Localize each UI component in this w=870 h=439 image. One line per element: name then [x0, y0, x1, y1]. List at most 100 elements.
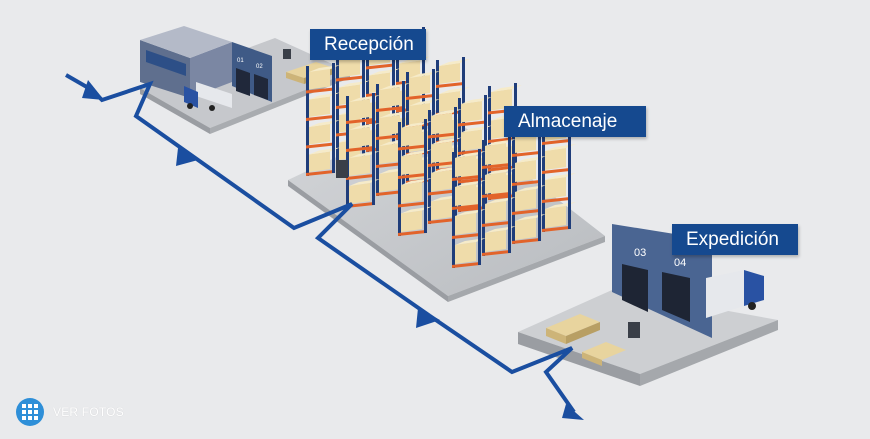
rack-box [379, 87, 400, 108]
rack-beam [398, 230, 426, 236]
rack-box [461, 129, 482, 151]
rack-box [379, 143, 400, 164]
rack-upright [512, 128, 515, 244]
flow-arrow-4 [562, 404, 584, 420]
rack-box [401, 210, 422, 232]
rack-beam [376, 134, 404, 140]
rack-beam [346, 174, 374, 180]
rack-upright [398, 122, 401, 236]
rack-box [515, 189, 536, 211]
ver-fotos-label: VER FOTOS [53, 405, 124, 419]
rack-beam [346, 118, 374, 124]
rack-upright [488, 86, 491, 200]
rack-box [515, 160, 536, 182]
rack-beam [436, 82, 464, 88]
dock-number-04: 04 [674, 257, 686, 269]
rack-beam [542, 139, 570, 145]
rack-beam [306, 115, 334, 121]
rack-box [309, 96, 330, 117]
flow-arrow-3 [416, 308, 440, 328]
rack-box [455, 213, 476, 235]
flow-arrow-2 [176, 148, 198, 166]
rack-box [431, 198, 452, 220]
rack-box [409, 103, 430, 124]
label-almacenaje: Almacenaje [504, 106, 646, 137]
reception-forklift [283, 49, 291, 59]
rack-box [309, 69, 330, 90]
rack-upright [458, 98, 461, 212]
flow-arrow-1 [82, 80, 104, 100]
rack-beam [512, 209, 540, 215]
dock-number-01: 01 [237, 58, 244, 64]
rack-box [545, 177, 566, 199]
rack-upright [508, 137, 511, 253]
rack-beam [452, 204, 480, 210]
reception-truck [196, 82, 232, 108]
label-recepcion: Recepción [310, 29, 426, 60]
rack-beam [306, 142, 334, 149]
rack-box [349, 127, 370, 148]
dock-number-02: 02 [256, 64, 263, 70]
rack-upright [346, 96, 349, 208]
rack-beam [428, 189, 456, 196]
rack-beam [482, 163, 510, 169]
rack-beam [512, 238, 540, 244]
rack-box [485, 143, 506, 165]
rack-beam [452, 233, 480, 239]
rack-upright [306, 66, 309, 176]
rack-box [379, 171, 400, 192]
rack-box [515, 218, 536, 240]
rack-beam [346, 202, 374, 208]
rack-beam [306, 87, 334, 94]
rack-beam [482, 250, 510, 256]
rack-upright [376, 84, 379, 196]
flow-arrows [82, 80, 584, 420]
rack-upright [478, 149, 481, 265]
reception-pallets [286, 62, 334, 78]
rack-beam [428, 132, 456, 139]
rack-beam [376, 190, 404, 196]
rack-box [455, 184, 476, 206]
rack-box [349, 183, 370, 204]
rack-beam [512, 151, 540, 157]
rack-box [455, 242, 476, 264]
rack-box [461, 101, 482, 123]
rack-upright [452, 152, 455, 268]
rack-beam [482, 192, 510, 198]
rack-upright [372, 93, 375, 205]
rack-beam [428, 161, 456, 167]
rack-box [349, 99, 370, 120]
rack-upright [542, 116, 545, 232]
dispatch-pallets [546, 314, 600, 336]
rack-box [309, 151, 330, 172]
ver-fotos-button[interactable]: VER FOTOS [16, 398, 124, 426]
dispatch-truck [706, 270, 744, 318]
rack-upright [336, 54, 339, 164]
rack-beam [336, 75, 364, 82]
rack-beam [398, 144, 426, 151]
pallet-racks [306, 27, 576, 268]
rack-box [409, 75, 430, 96]
rack-box [545, 148, 566, 170]
dock-number-03: 03 [634, 247, 646, 259]
rack-beam [306, 170, 334, 176]
rack-beam [458, 120, 486, 127]
label-expedicion: Expedición [672, 224, 798, 255]
rack-box [439, 91, 460, 112]
rack-beam [406, 94, 434, 100]
rack-upright [332, 63, 335, 173]
rack-beam [512, 180, 540, 186]
rack-upright [482, 140, 485, 256]
rack-box [485, 230, 506, 252]
flow-segment-exit [428, 314, 576, 414]
rack-beam [398, 173, 426, 179]
rack-box [401, 182, 422, 204]
rack-upright [538, 125, 541, 241]
rack-box [401, 125, 422, 147]
rack-box [401, 153, 422, 175]
rack-upright [424, 119, 427, 233]
rack-box [431, 113, 452, 135]
rack-box [545, 206, 566, 228]
rack-box [379, 115, 400, 136]
